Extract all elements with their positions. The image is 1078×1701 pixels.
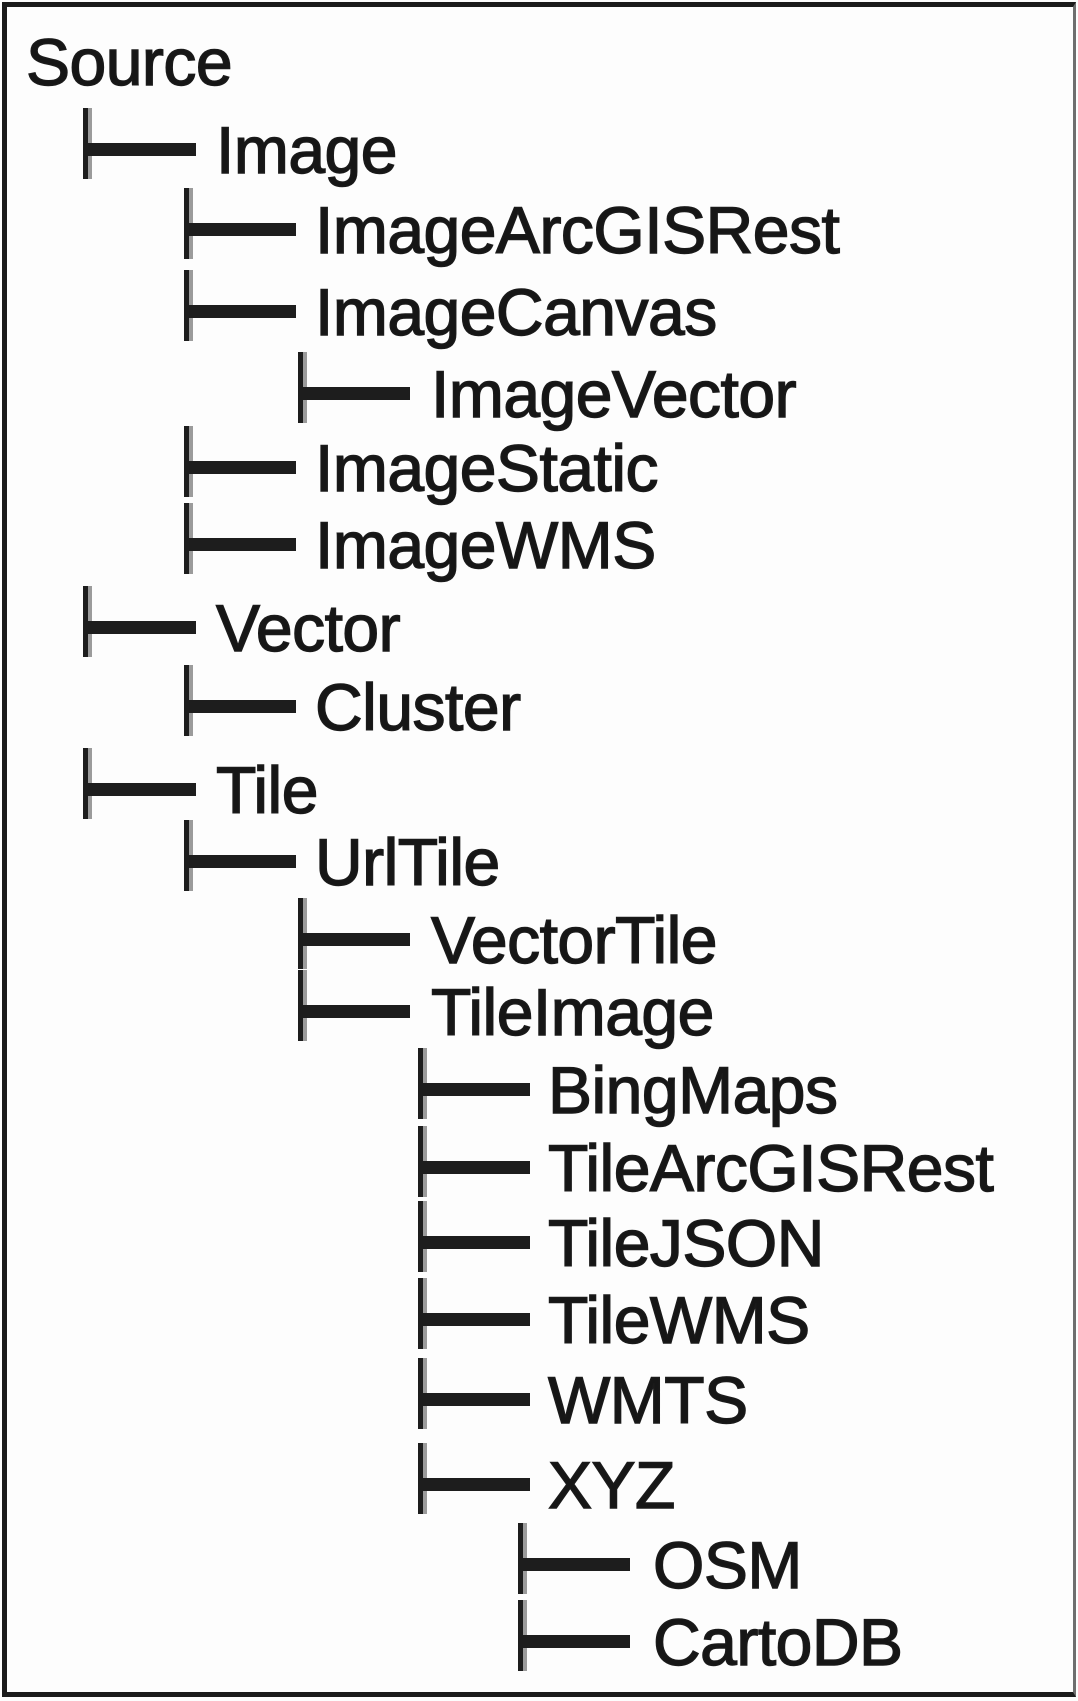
- node-bing-maps: BingMaps: [0, 1048, 1078, 1129]
- node-cluster: Cluster: [0, 665, 1078, 746]
- tree-branch-horizontal: [83, 783, 196, 796]
- node-vector-tile: VectorTile: [0, 898, 1078, 979]
- tree-branch-horizontal: [418, 1393, 530, 1406]
- tree-node-label: TileArcGISRest: [547, 1130, 994, 1205]
- tree-node-label: TileWMS: [547, 1282, 811, 1357]
- node-source: Source: [0, 23, 1078, 101]
- tree-node-label: CartoDB: [652, 1604, 903, 1679]
- node-image-canvas: ImageCanvas: [0, 270, 1078, 351]
- tree-node-label: ImageWMS: [314, 507, 657, 582]
- node-vector: Vector: [0, 586, 1078, 667]
- tree-node-label: VectorTile: [430, 902, 718, 977]
- tree-node-label: XYZ: [547, 1447, 676, 1522]
- tree-branch-horizontal: [298, 933, 410, 946]
- tree-branch-horizontal: [83, 143, 196, 156]
- tree-branch-horizontal: [518, 1558, 630, 1571]
- tree-node-label: ImageVector: [430, 356, 797, 431]
- node-cartodb: CartoDB: [0, 1600, 1078, 1681]
- tree-branch-horizontal: [184, 223, 296, 236]
- node-xyz: XYZ: [0, 1443, 1078, 1524]
- node-url-tile: UrlTile: [0, 820, 1078, 901]
- tree-branch-horizontal: [184, 538, 296, 551]
- tree-node-label: Image: [215, 112, 398, 187]
- node-tile-json: TileJSON: [0, 1201, 1078, 1282]
- tree-branch-horizontal: [418, 1161, 530, 1174]
- tree-node-label: TileImage: [430, 974, 715, 1049]
- tree-node-label: TileJSON: [547, 1205, 825, 1280]
- tree-node-label: Cluster: [314, 669, 521, 744]
- tree-node-label: ImageStatic: [314, 430, 659, 505]
- tree-branch-horizontal: [418, 1083, 530, 1096]
- node-tile-arcgis-rest: TileArcGISRest: [0, 1126, 1078, 1207]
- tree-node-label: ImageArcGISRest: [314, 192, 840, 267]
- tree-node-label: Tile: [215, 752, 319, 827]
- tree-branch-horizontal: [418, 1313, 530, 1326]
- tree-branch-horizontal: [418, 1236, 530, 1249]
- tree-branch-horizontal: [184, 305, 296, 318]
- tree-branch-horizontal: [184, 461, 296, 474]
- node-tile-wms: TileWMS: [0, 1278, 1078, 1359]
- tree-node-label: Source: [25, 24, 233, 99]
- node-image-wms: ImageWMS: [0, 503, 1078, 584]
- node-image-vector: ImageVector: [0, 352, 1078, 433]
- tree-branch-horizontal: [184, 700, 296, 713]
- node-tile: Tile: [0, 748, 1078, 829]
- tree-node-label: OSM: [652, 1527, 803, 1602]
- node-wmts: WMTS: [0, 1358, 1078, 1439]
- node-tile-image: TileImage: [0, 970, 1078, 1051]
- node-osm: OSM: [0, 1523, 1078, 1604]
- tree-node-label: ImageCanvas: [314, 274, 718, 349]
- tree-branch-horizontal: [298, 387, 410, 400]
- tree-node-label: Vector: [215, 590, 401, 665]
- node-image: Image: [0, 108, 1078, 189]
- tree-node-label: WMTS: [547, 1362, 749, 1437]
- tree-node-label: BingMaps: [547, 1052, 838, 1127]
- tree-node-label: UrlTile: [314, 824, 501, 899]
- tree-branch-horizontal: [418, 1478, 530, 1491]
- tree-branch-horizontal: [298, 1005, 410, 1018]
- tree-branch-horizontal: [518, 1635, 630, 1648]
- node-image-arcgis-rest: ImageArcGISRest: [0, 188, 1078, 269]
- node-image-static: ImageStatic: [0, 426, 1078, 507]
- tree-branch-horizontal: [83, 621, 196, 634]
- tree-branch-horizontal: [184, 855, 296, 868]
